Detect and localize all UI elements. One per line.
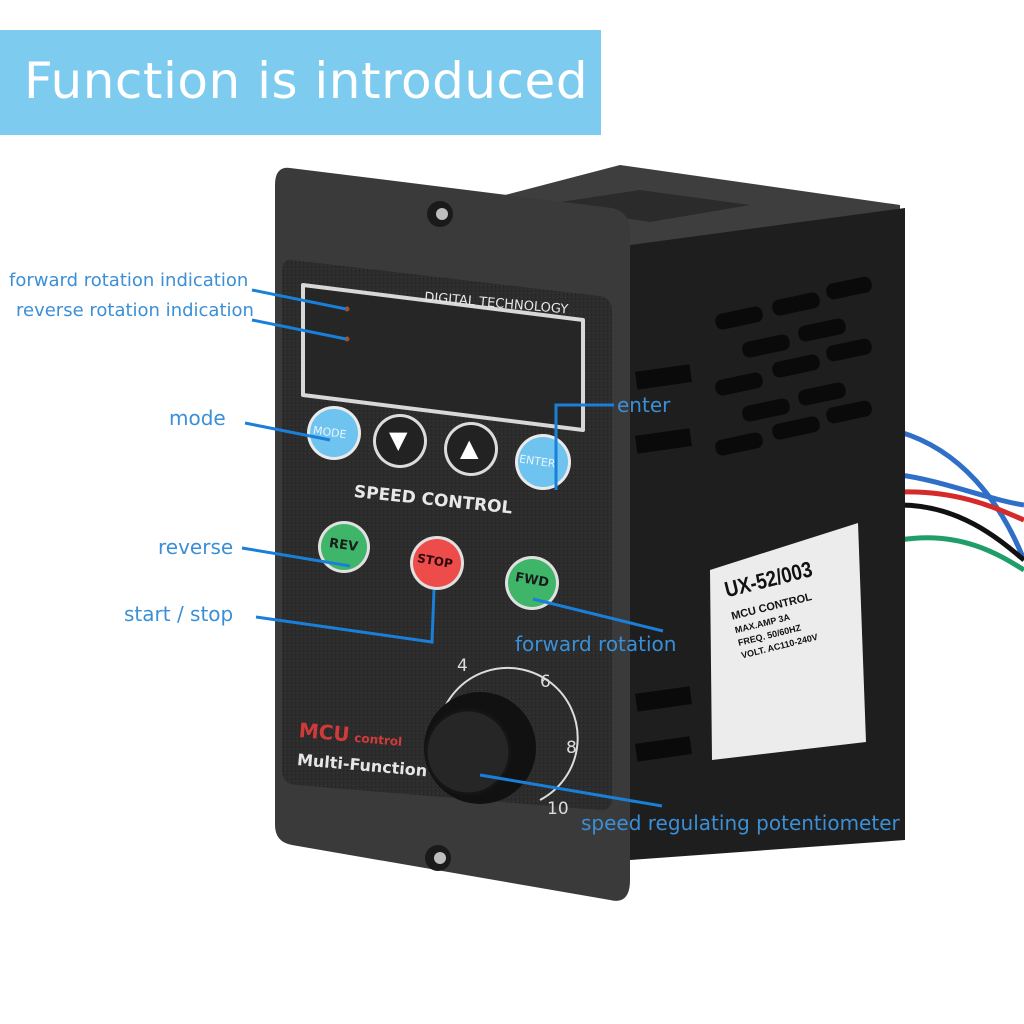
annotation-reverse: reverse	[158, 535, 234, 559]
speed-dial	[424, 666, 579, 804]
speed-potentiometer-knob[interactable]	[426, 706, 510, 790]
rev-button-label: REV	[328, 536, 359, 555]
title-banner: Function is introduced	[0, 30, 601, 135]
vent-slots	[635, 276, 872, 762]
annotation-mode: mode	[169, 406, 226, 430]
up-arrow-icon: ▲	[460, 434, 479, 462]
leader-lines	[241, 288, 664, 808]
spec-sticker	[710, 523, 866, 760]
dial-tick-6: 6	[540, 672, 551, 692]
annotation-start-stop: start / stop	[124, 602, 234, 626]
stop-button-label: STOP	[416, 550, 454, 572]
annotation-forward-rotation-indication: forward rotation indication	[9, 270, 249, 291]
dial-tick-10: 10	[547, 799, 569, 819]
annotation-speed-potentiometer: speed regulating potentiometer	[581, 811, 900, 835]
up-button[interactable]: ▲	[444, 422, 498, 476]
housing-side	[630, 208, 905, 860]
annotation-reverse-rotation-indication: reverse rotation indication	[16, 300, 254, 321]
annotation-enter: enter	[617, 393, 671, 417]
mode-button[interactable]: MODE	[307, 406, 361, 460]
dial-tick-4: 4	[457, 656, 468, 676]
wires	[899, 429, 1024, 573]
enter-button-label: ENTER	[518, 452, 557, 471]
stop-button[interactable]: STOP	[410, 536, 464, 590]
fwd-button[interactable]: FWD	[505, 556, 559, 610]
dial-tick-8: 8	[566, 738, 577, 758]
buttons	[307, 406, 571, 610]
fwd-button-label: FWD	[513, 570, 551, 591]
display-window	[301, 283, 585, 432]
mode-button-label: MODE	[312, 423, 348, 442]
down-arrow-icon: ▼	[389, 426, 408, 454]
enter-button[interactable]: ENTER	[515, 434, 571, 490]
banner-title: Function is introduced	[24, 52, 589, 110]
annotation-forward-rotation: forward rotation	[515, 632, 677, 656]
down-button[interactable]: ▼	[373, 414, 427, 468]
rev-button[interactable]: REV	[318, 521, 370, 573]
